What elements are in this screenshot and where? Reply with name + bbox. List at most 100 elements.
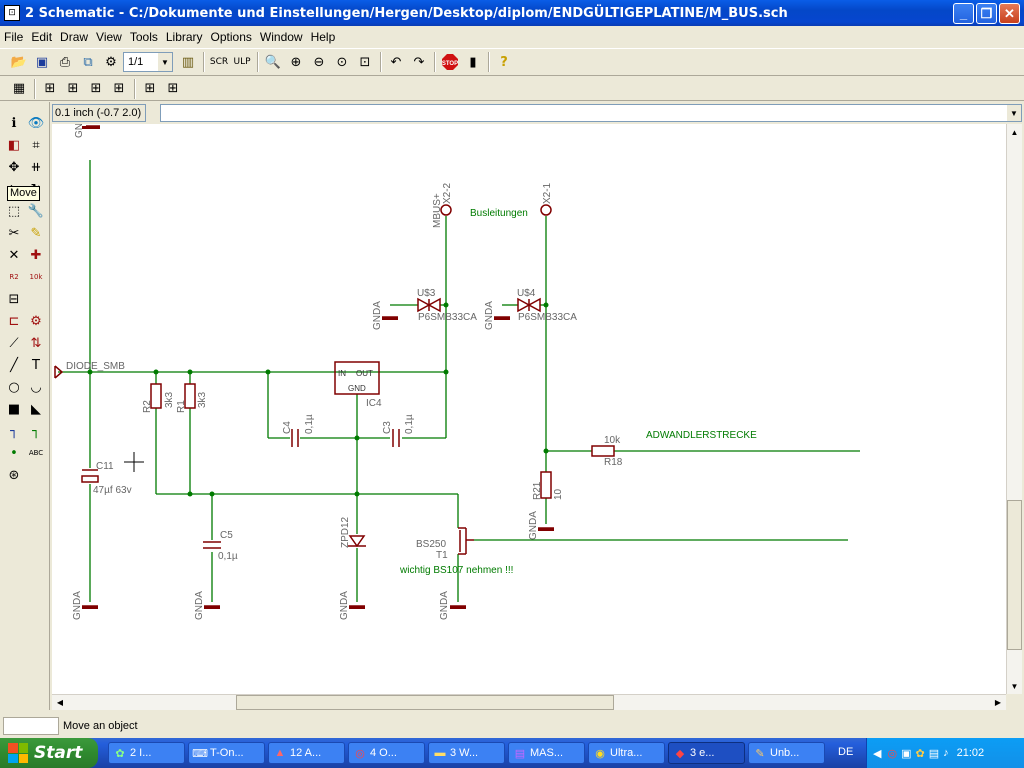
zoom-select-icon[interactable]: ⊡ xyxy=(359,54,371,70)
tray-arrow-icon[interactable]: ◀ xyxy=(873,747,882,760)
language-indicator[interactable]: DE xyxy=(838,746,854,758)
layout-5-icon[interactable]: ⊞ xyxy=(144,81,156,96)
maximize-button[interactable]: ❐ xyxy=(976,3,997,24)
layout-1-icon[interactable]: ⊞ xyxy=(44,81,56,96)
task-button[interactable]: ✎Unb... xyxy=(748,742,825,764)
zoom-fit-icon[interactable]: 🔍 xyxy=(264,54,282,70)
minimize-button[interactable]: _ xyxy=(953,3,974,24)
command-input[interactable]: ▼ xyxy=(160,104,1022,122)
layout-2-icon[interactable]: ⊞ xyxy=(67,81,79,96)
task-button[interactable]: ⌨T-On... xyxy=(188,742,265,764)
help-icon[interactable]: ? xyxy=(500,54,508,70)
scr-icon[interactable]: SCR xyxy=(209,57,229,67)
rect-icon[interactable]: ■ xyxy=(7,401,21,417)
menu-file[interactable]: File xyxy=(4,30,24,44)
move-icon[interactable]: ✥ xyxy=(8,159,20,175)
close-button[interactable]: ✕ xyxy=(999,3,1020,24)
text-icon[interactable]: T xyxy=(32,357,40,373)
layout-3-icon[interactable]: ⊞ xyxy=(90,81,102,96)
menu-edit[interactable]: Edit xyxy=(31,30,53,44)
polygon-icon[interactable]: ◣ xyxy=(31,401,41,417)
value-icon[interactable]: 10k xyxy=(29,273,43,281)
layout-6-icon[interactable]: ⊞ xyxy=(167,81,179,96)
toolbar-separator xyxy=(134,78,136,99)
scroll-down-icon[interactable]: ▼ xyxy=(1010,681,1019,691)
paste-icon[interactable]: ✎ xyxy=(30,225,42,241)
horizontal-scroll-thumb[interactable] xyxy=(236,695,614,710)
grid-icon[interactable]: ▦ xyxy=(12,81,26,96)
show-icon[interactable]: 👁 xyxy=(27,115,45,131)
redo-icon[interactable]: ↷ xyxy=(413,54,425,70)
start-button[interactable]: Start xyxy=(0,738,98,768)
copy-icon[interactable]: ⧺ xyxy=(30,159,42,175)
tray-volume-icon[interactable]: ♪ xyxy=(943,747,949,759)
menu-options[interactable]: Options xyxy=(210,30,252,44)
ulp-icon[interactable]: ULP xyxy=(233,57,251,67)
zoom-in-icon[interactable]: ⊕ xyxy=(290,54,302,70)
vertical-scrollbar[interactable]: ▲ ▼ xyxy=(1006,124,1022,694)
scroll-right-icon[interactable]: ▶ xyxy=(994,698,1002,707)
task-button[interactable]: ▤MAS... xyxy=(508,742,585,764)
page-value: 1/1 xyxy=(128,56,144,68)
go-icon[interactable]: ▮ xyxy=(469,54,477,70)
page-select[interactable]: 1/1 ▼ xyxy=(123,52,173,72)
task-button[interactable]: ▲12 A... xyxy=(268,742,345,764)
task-button[interactable]: ◆3 e... xyxy=(668,742,745,764)
cut-icon[interactable]: ✂ xyxy=(8,225,20,241)
invoke-icon[interactable]: ⚙ xyxy=(30,313,42,329)
tray-monitor-icon[interactable]: ▤ xyxy=(928,747,940,760)
scroll-up-icon[interactable]: ▲ xyxy=(1010,127,1019,137)
undo-icon[interactable]: ↶ xyxy=(390,54,402,70)
task-button[interactable]: ✿2 I... xyxy=(108,742,185,764)
miter-icon[interactable]: ⟋ xyxy=(9,335,19,351)
tray-network-icon[interactable]: ▣ xyxy=(901,747,912,760)
change-icon[interactable]: 🔧 xyxy=(27,203,45,219)
script-icon[interactable]: ⚙ xyxy=(105,54,117,70)
name-icon[interactable]: R2 xyxy=(9,273,19,281)
save-icon[interactable]: ▣ xyxy=(35,54,49,70)
chevron-down-icon[interactable]: ▼ xyxy=(1007,105,1021,121)
bus-icon[interactable]: ┐ xyxy=(10,423,18,439)
tray-opera-icon[interactable]: ◎ xyxy=(887,747,898,760)
tray-app-icon[interactable]: ✿ xyxy=(915,747,925,760)
cam-icon[interactable]: ⧉ xyxy=(83,54,93,70)
smash-icon[interactable]: ⊟ xyxy=(8,291,20,307)
title-bar[interactable]: ⊡ 2 Schematic - C:/Dokumente und Einstel… xyxy=(0,0,1024,26)
library-icon[interactable]: ▥ xyxy=(181,54,195,70)
task-button[interactable]: ▬3 W... xyxy=(428,742,505,764)
vertical-scroll-thumb[interactable] xyxy=(1007,500,1022,650)
scroll-left-icon[interactable]: ◀ xyxy=(56,698,64,707)
add-icon[interactable]: ✚ xyxy=(30,247,42,263)
print-icon[interactable]: ⎙ xyxy=(59,54,71,70)
menu-window[interactable]: Window xyxy=(259,30,303,44)
group-icon[interactable]: ⬚ xyxy=(7,203,21,219)
split-icon[interactable]: ⊏ xyxy=(8,313,20,329)
circle-icon[interactable]: ○ xyxy=(8,379,20,395)
menu-view[interactable]: View xyxy=(96,30,122,44)
menu-help[interactable]: Help xyxy=(310,30,336,44)
stop-icon[interactable]: STOP xyxy=(439,51,461,73)
label-icon[interactable]: ABC xyxy=(28,449,44,457)
mark-icon[interactable]: ⌗ xyxy=(32,137,40,153)
horizontal-scrollbar[interactable]: ◀ ▶ xyxy=(52,694,1006,710)
task-button[interactable]: ◉Ultra... xyxy=(588,742,665,764)
menu-library[interactable]: Library xyxy=(165,30,203,44)
arc-icon[interactable]: ◡ xyxy=(30,379,42,395)
erc-icon[interactable]: ⊛ xyxy=(8,467,20,483)
net-icon[interactable]: ┐ xyxy=(32,423,40,439)
wire-icon[interactable]: ╱ xyxy=(10,357,18,373)
display-icon[interactable]: ◧ xyxy=(7,137,21,153)
label-c5-val: 0,1µ xyxy=(218,551,238,562)
delete-icon[interactable]: ✕ xyxy=(8,247,20,263)
zoom-out-icon[interactable]: ⊖ xyxy=(313,54,325,70)
redraw-icon[interactable]: ⊙ xyxy=(336,54,348,70)
info-icon[interactable]: ℹ xyxy=(11,115,17,131)
layout-4-icon[interactable]: ⊞ xyxy=(113,81,125,96)
menu-draw[interactable]: Draw xyxy=(60,30,89,44)
junction-icon[interactable]: • xyxy=(10,445,18,461)
task-button[interactable]: ◎4 O... xyxy=(348,742,425,764)
open-icon[interactable]: 📂 xyxy=(10,54,28,70)
menu-tools[interactable]: Tools xyxy=(129,30,158,44)
schematic-canvas[interactable]: DIODE_SMB C11 47µf 63v C5 0,1µ IC4 BS250… xyxy=(52,124,1006,694)
gateswap-icon[interactable]: ⇅ xyxy=(30,335,42,351)
